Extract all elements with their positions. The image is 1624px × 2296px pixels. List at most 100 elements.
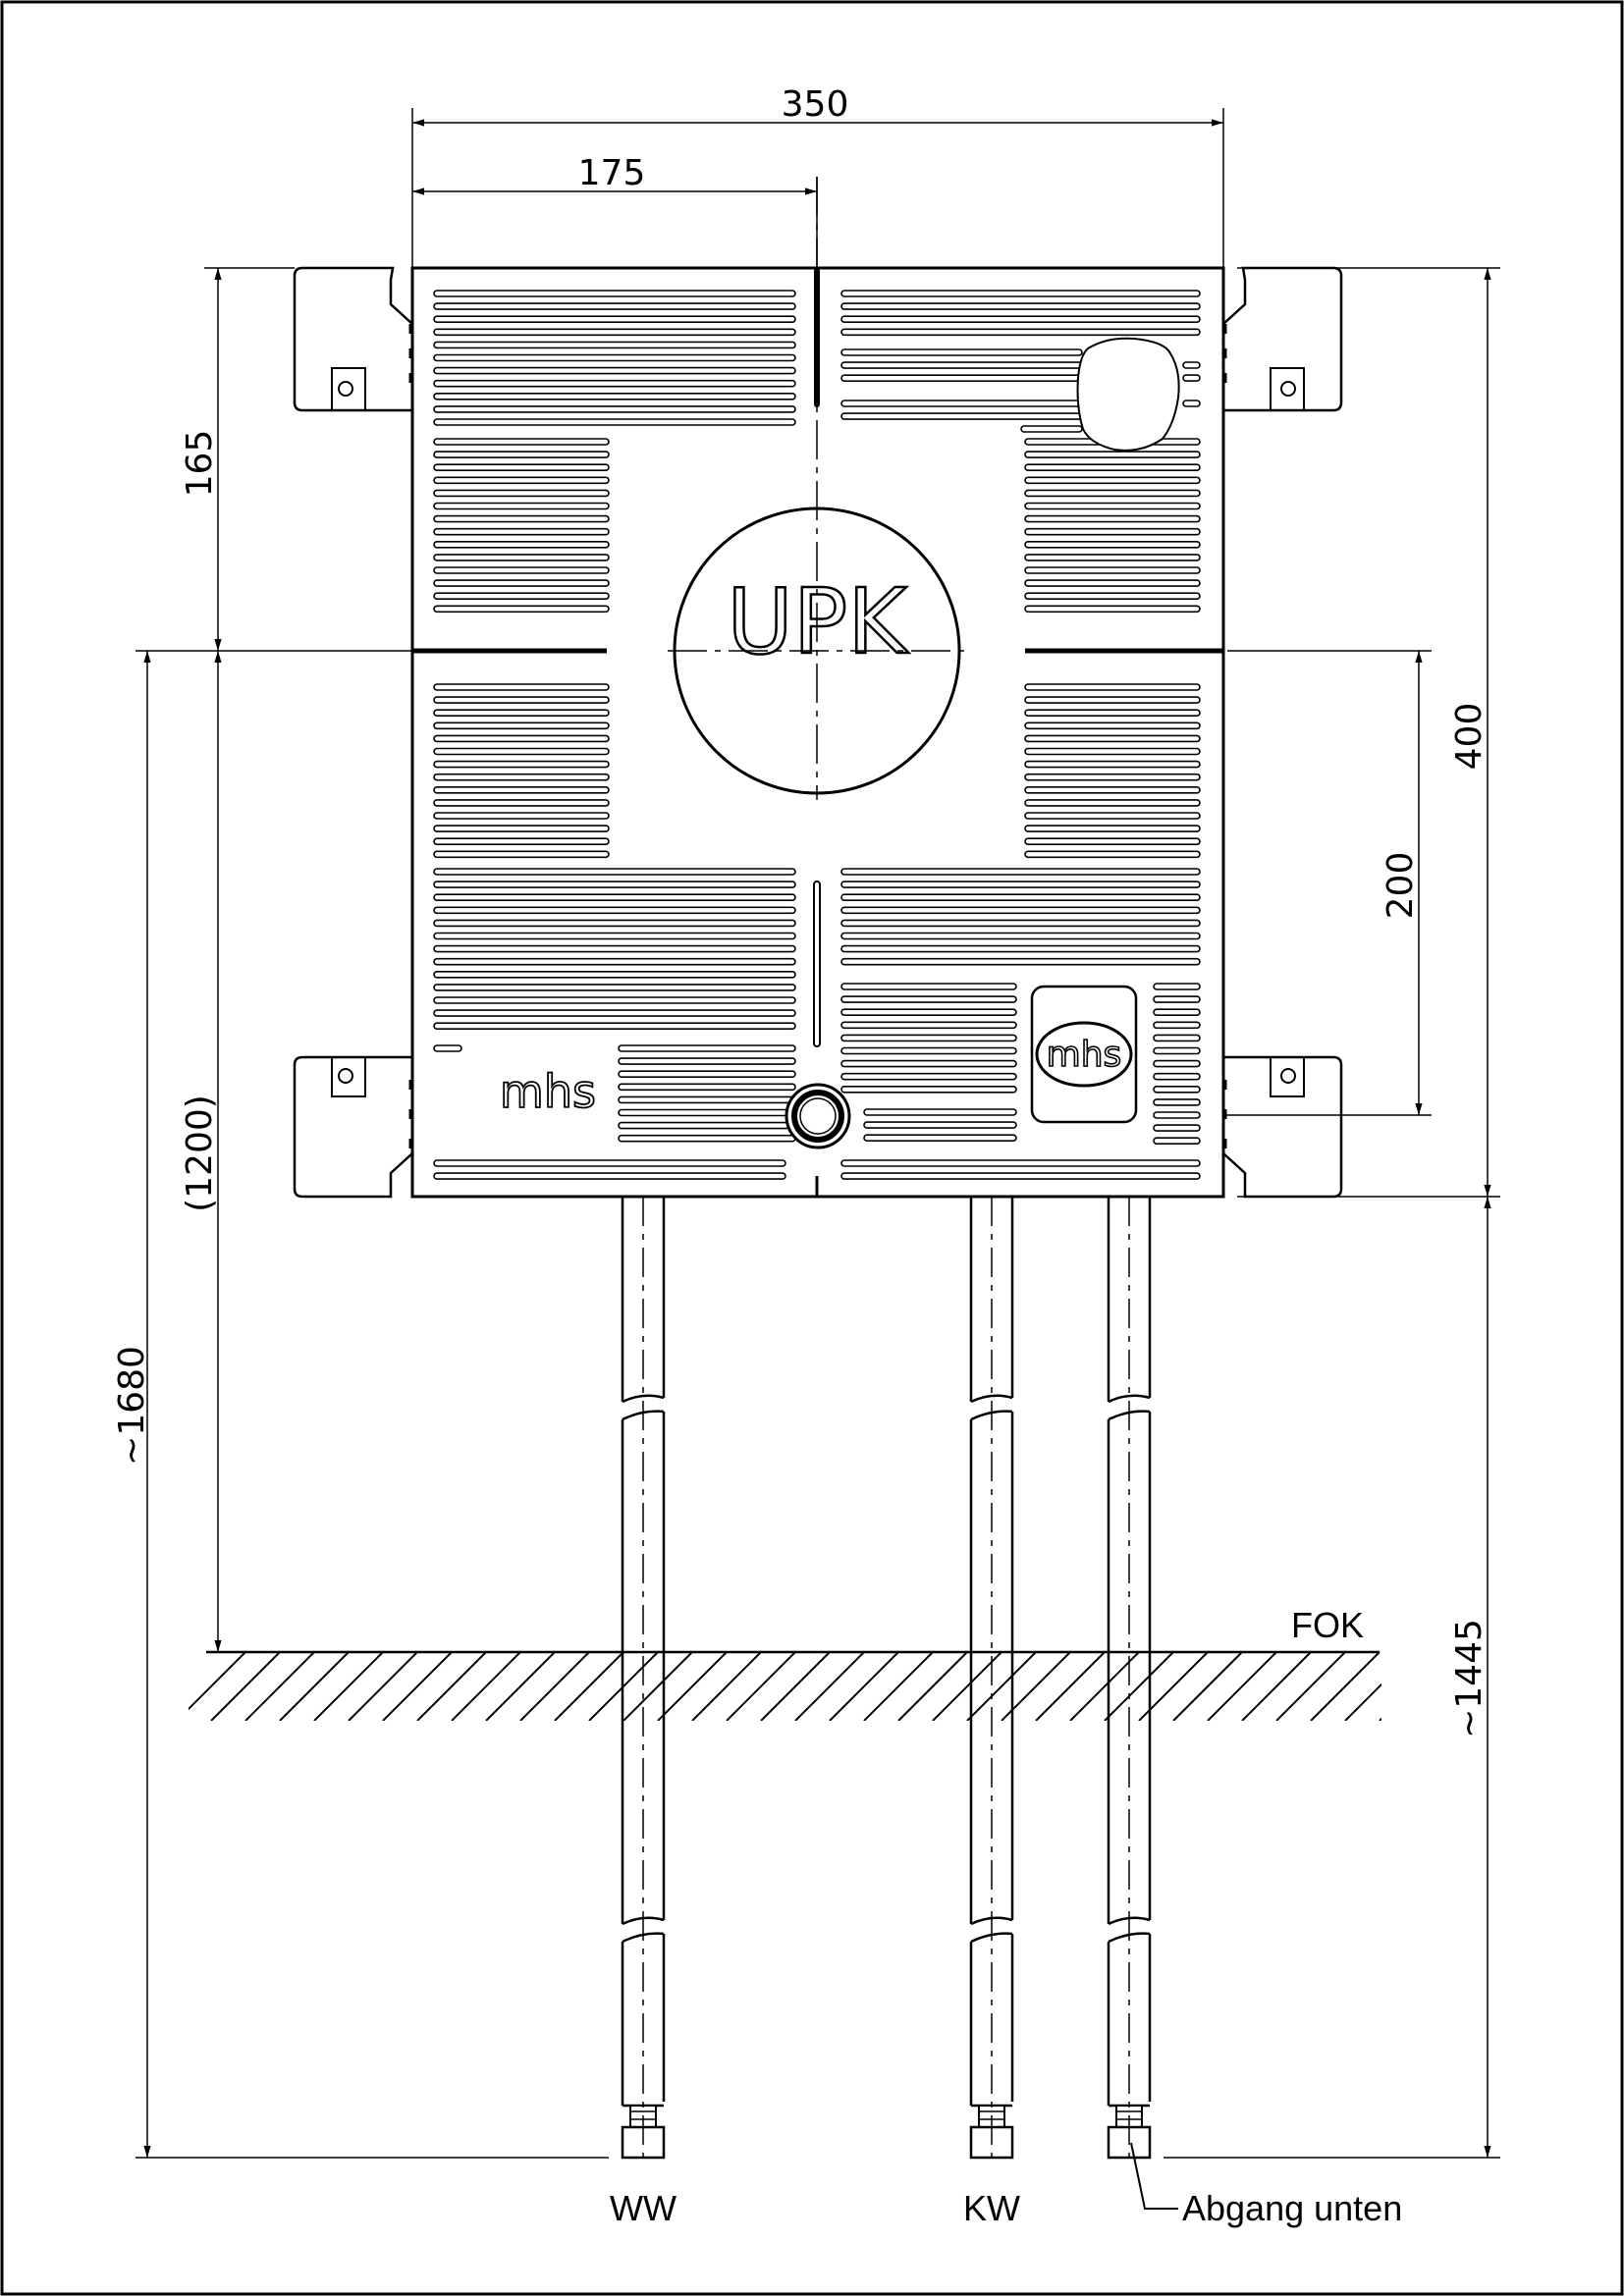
bracket-bottom-right <box>1221 1055 1343 1199</box>
bracket-top-left <box>293 266 414 412</box>
vent-slot <box>1024 566 1201 574</box>
vent-slot <box>1024 747 1201 756</box>
vent-slot <box>840 1021 1017 1030</box>
vent-slot <box>1024 825 1201 832</box>
vent-slot <box>433 592 610 601</box>
vent-slot <box>433 812 610 820</box>
dimension-total-length-label: ~1680 <box>112 1346 152 1466</box>
hatch-line <box>588 1652 659 1721</box>
dimension-half-width-label: 175 <box>578 153 646 193</box>
hatch-line <box>416 1652 487 1721</box>
vent-slot <box>433 302 796 310</box>
hatch-line <box>210 1652 281 1721</box>
dimension-total-height-label: 400 <box>1449 703 1489 771</box>
vent-slot <box>433 290 796 297</box>
vent-slot <box>1153 1046 1201 1055</box>
vent-slot <box>433 683 610 691</box>
vent-slot <box>433 379 796 388</box>
vent-slot <box>840 290 1201 297</box>
hatch-line <box>794 1652 865 1721</box>
vent-slot <box>840 328 1201 337</box>
hatch-line <box>760 1652 831 1721</box>
pipe-cold-label: KW <box>963 2188 1020 2228</box>
vent-slot <box>840 983 1017 990</box>
housing-edge-ticks <box>408 324 1227 1148</box>
dimension-mount-height: (1200) <box>180 651 222 1652</box>
vent-slot <box>863 1121 1017 1129</box>
vent-slot <box>618 1044 796 1052</box>
vent-slot <box>433 984 796 991</box>
vent-slot <box>1153 995 1201 1003</box>
vent-slot <box>840 893 1201 902</box>
vent-slot <box>1024 696 1201 704</box>
outlet-leader <box>1130 2142 1178 2210</box>
vent-slot <box>1153 1072 1201 1081</box>
vent-slot <box>1024 837 1201 846</box>
hatch-line <box>244 1652 315 1721</box>
hatch-line <box>1310 1652 1380 1721</box>
vent-slot <box>840 1046 1017 1055</box>
vent-slot <box>433 944 796 953</box>
hatch-line <box>279 1652 350 1721</box>
vent-slot <box>618 1057 796 1065</box>
hatch-line <box>382 1652 453 1721</box>
pipe-hot <box>621 1197 666 2160</box>
vent-slot <box>840 412 1089 420</box>
vent-slot <box>433 514 610 523</box>
vent-slot <box>840 374 1083 383</box>
vent-slot <box>1182 361 1201 369</box>
vent-slot <box>433 799 610 807</box>
vent-slot <box>433 881 796 888</box>
vent-slot <box>1024 721 1201 730</box>
vent-slot <box>863 1134 1017 1142</box>
vent-slot <box>840 944 1201 953</box>
floor-hatching <box>189 1650 1381 1721</box>
bracket-top-left-hole <box>338 381 353 397</box>
vent-slot <box>1024 709 1201 718</box>
vent-slot <box>433 747 610 756</box>
pipes <box>621 1197 1152 2160</box>
hatch-line <box>451 1652 521 1721</box>
vent-slot <box>433 605 610 614</box>
hatch-line <box>691 1652 762 1721</box>
vent-slot <box>433 418 796 426</box>
groove-bottom <box>813 881 821 1047</box>
hatch-line <box>1241 1652 1312 1721</box>
vent-slot <box>433 366 796 375</box>
floor-label: FOK <box>1291 1605 1364 1645</box>
vent-slot <box>840 400 1089 407</box>
hatch-line <box>1138 1652 1209 1721</box>
vent-slot <box>433 1009 796 1017</box>
vent-slot <box>433 1044 462 1052</box>
hatch-line <box>1379 1717 1381 1721</box>
vent-slot <box>1153 1137 1201 1145</box>
hatch-line <box>863 1652 934 1721</box>
vent-slot <box>433 540 610 549</box>
hatch-line <box>966 1652 1037 1721</box>
vent-slot <box>433 919 796 928</box>
vent-slot <box>1182 374 1201 382</box>
vent-slot <box>840 906 1201 915</box>
vent-slot <box>433 1159 786 1167</box>
bracket-bottom-right-hole <box>1280 1068 1296 1084</box>
vent-slot <box>840 1034 1017 1042</box>
vent-slot <box>618 1108 796 1117</box>
vent-slot <box>1024 760 1201 769</box>
hatch-line <box>348 1652 418 1721</box>
vent-slot <box>1024 476 1201 485</box>
hatch-line <box>1035 1652 1106 1721</box>
vent-slot <box>1153 1021 1201 1030</box>
vent-slot <box>433 957 796 966</box>
vent-slot <box>433 392 796 400</box>
dimension-upper-height-label: 165 <box>180 430 220 498</box>
hatch-line <box>1172 1652 1243 1721</box>
upk-label: UPK <box>727 569 909 674</box>
vent-slot <box>433 527 610 536</box>
vent-slot <box>433 476 610 485</box>
hatch-line <box>1344 1682 1381 1721</box>
vent-slot <box>618 1095 796 1104</box>
vent-slot <box>1153 1086 1201 1094</box>
vent-slot <box>840 995 1017 1003</box>
hatch-line <box>313 1652 384 1721</box>
vent-slot <box>433 1022 796 1030</box>
